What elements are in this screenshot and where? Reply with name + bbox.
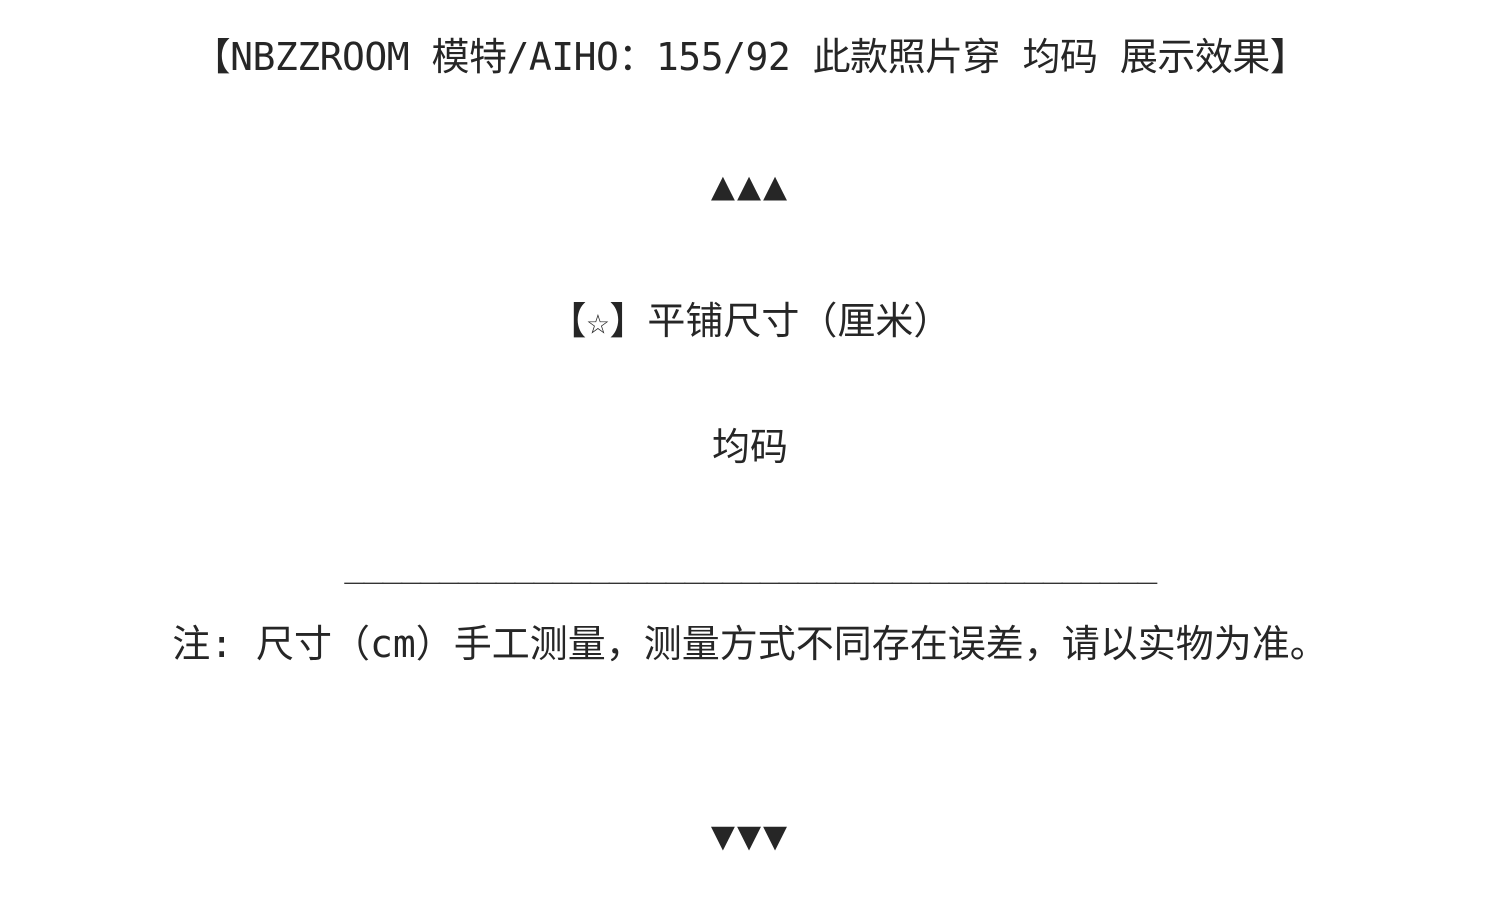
- size-label-one-size: 均码: [711, 425, 788, 469]
- down-arrows-icon: ▼▼▼: [710, 813, 790, 859]
- measurement-disclaimer: 注: 尺寸（cm）手工测量，测量方式不同存在误差，请以实物为准。: [172, 622, 1328, 666]
- divider-line: ________________________________________…: [344, 545, 1157, 585]
- model-info-title: 【NBZZROOM 模特/AIHO：155/92 此款照片穿 均码 展示效果】: [192, 35, 1308, 79]
- up-arrows-icon: ▲▲▲: [710, 163, 790, 209]
- flat-size-heading: 【☆】平铺尺寸（厘米）: [548, 299, 952, 343]
